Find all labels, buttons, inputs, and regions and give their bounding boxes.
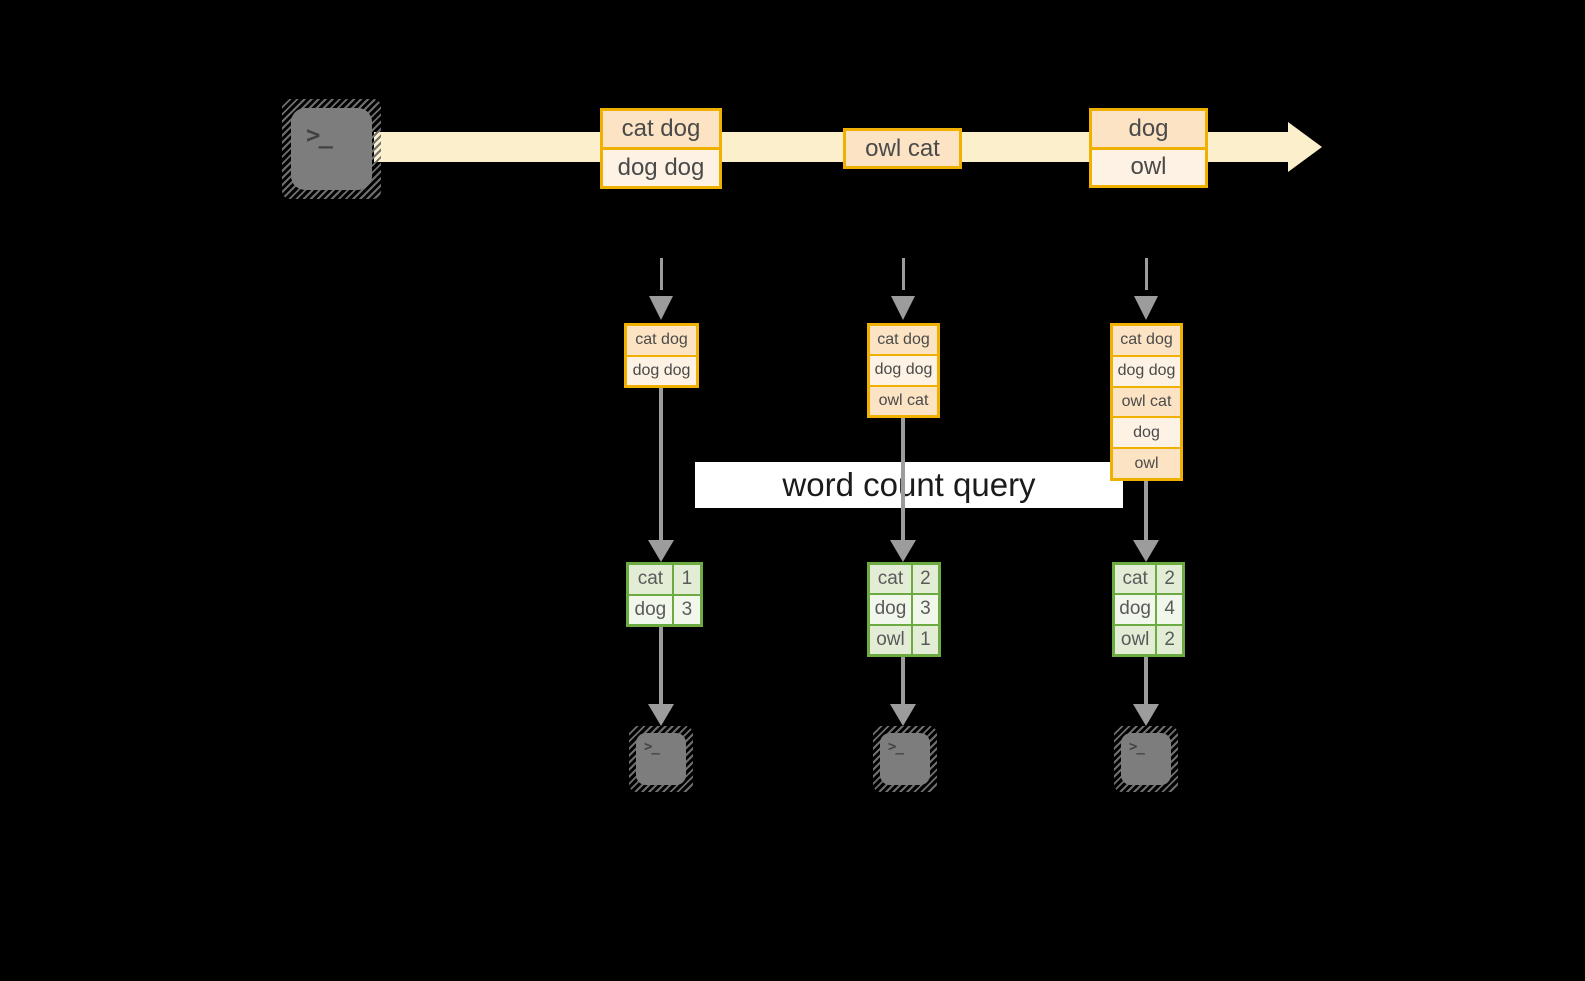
sink-terminal-icon-1: >_ — [629, 726, 693, 792]
table-row: cat 2 — [1115, 565, 1182, 594]
terminal-body — [1121, 733, 1171, 785]
buffer-cell: owl cat — [1113, 385, 1180, 417]
terminal-prompt-icon: >_ — [1129, 739, 1145, 755]
terminal-prompt-icon: >_ — [888, 739, 904, 755]
state-buffer-box-1: cat dog dog dog — [624, 323, 699, 388]
terminal-body — [880, 733, 930, 785]
connector-arrow-head-icon — [648, 704, 674, 726]
buffer-cell: cat dog — [1113, 326, 1180, 355]
table-row: dog 3 — [870, 593, 938, 624]
dashed-arrow-head-icon — [649, 296, 673, 320]
count-cell: 3 — [673, 595, 700, 624]
dashed-arrow-line — [659, 258, 663, 290]
word-cell: cat — [870, 565, 913, 594]
count-cell: 2 — [1157, 625, 1182, 654]
count-cell: 4 — [1157, 595, 1182, 624]
table-row: dog 4 — [1115, 593, 1182, 624]
count-table-3: cat 2 dog 4 owl 2 — [1112, 562, 1185, 657]
connector-arrow-head-icon — [890, 540, 916, 562]
dashed-arrow-line — [901, 258, 905, 290]
connector-line — [901, 418, 905, 540]
connector-line — [901, 657, 905, 704]
count-table-1: cat 1 dog 3 — [626, 562, 703, 627]
count-cell: 1 — [673, 565, 700, 594]
count-table-2: cat 2 dog 3 owl 1 — [867, 562, 941, 657]
connector-arrow-head-icon — [1133, 704, 1159, 726]
count-cell: 1 — [912, 625, 938, 654]
buffer-cell: dog dog — [1113, 354, 1180, 386]
stream-record-box-3: dog owl — [1089, 108, 1208, 188]
query-label: word count query — [695, 462, 1123, 508]
stream-arrowhead-icon — [1288, 122, 1322, 172]
connector-arrow-head-icon — [648, 540, 674, 562]
terminal-prompt-icon: >_ — [644, 739, 660, 755]
connector-line — [1144, 657, 1148, 704]
dashed-arrow-line — [1144, 258, 1148, 290]
record-cell: dog — [1092, 111, 1205, 147]
connector-arrow-head-icon — [890, 704, 916, 726]
connector-line — [1144, 481, 1148, 540]
stream-record-box-2: owl cat — [843, 128, 962, 169]
buffer-cell: owl — [1113, 447, 1180, 478]
record-cell: cat dog — [603, 111, 719, 147]
table-row: dog 3 — [629, 593, 700, 624]
buffer-cell: dog dog — [870, 354, 937, 385]
buffer-cell: owl cat — [870, 384, 937, 415]
word-cell: dog — [1115, 595, 1158, 624]
terminal-body — [636, 733, 686, 785]
buffer-cell: dog dog — [627, 354, 696, 385]
dashed-arrow-head-icon — [891, 296, 915, 320]
source-terminal-icon: >_ — [282, 99, 381, 199]
dashed-arrow-head-icon — [1134, 296, 1158, 320]
word-cell: cat — [1115, 565, 1158, 594]
record-cell: owl — [1092, 146, 1205, 185]
word-cell: owl — [1115, 625, 1158, 654]
buffer-cell: cat dog — [627, 326, 696, 355]
count-cell: 2 — [1157, 565, 1182, 594]
table-row: owl 1 — [870, 623, 938, 654]
word-cell: dog — [629, 595, 674, 624]
state-buffer-box-3: cat dog dog dog owl cat dog owl — [1110, 323, 1183, 481]
record-cell: owl cat — [846, 131, 959, 166]
terminal-body — [291, 108, 372, 190]
count-cell: 3 — [912, 595, 938, 624]
table-row: cat 2 — [870, 565, 938, 594]
buffer-cell: dog — [1113, 416, 1180, 448]
word-cell: cat — [629, 565, 674, 594]
sink-terminal-icon-3: >_ — [1114, 726, 1178, 792]
word-cell: dog — [870, 595, 913, 624]
record-cell: dog dog — [603, 147, 719, 186]
state-buffer-box-2: cat dog dog dog owl cat — [867, 323, 940, 418]
table-row: cat 1 — [629, 565, 700, 594]
count-cell: 2 — [912, 565, 938, 594]
terminal-prompt-icon: >_ — [306, 121, 333, 149]
connector-line — [659, 388, 663, 540]
table-row: owl 2 — [1115, 623, 1182, 654]
stream-record-box-1: cat dog dog dog — [600, 108, 722, 189]
buffer-cell: cat dog — [870, 326, 937, 355]
word-cell: owl — [870, 625, 913, 654]
connector-arrow-head-icon — [1133, 540, 1159, 562]
sink-terminal-icon-2: >_ — [873, 726, 937, 792]
connector-line — [659, 627, 663, 704]
